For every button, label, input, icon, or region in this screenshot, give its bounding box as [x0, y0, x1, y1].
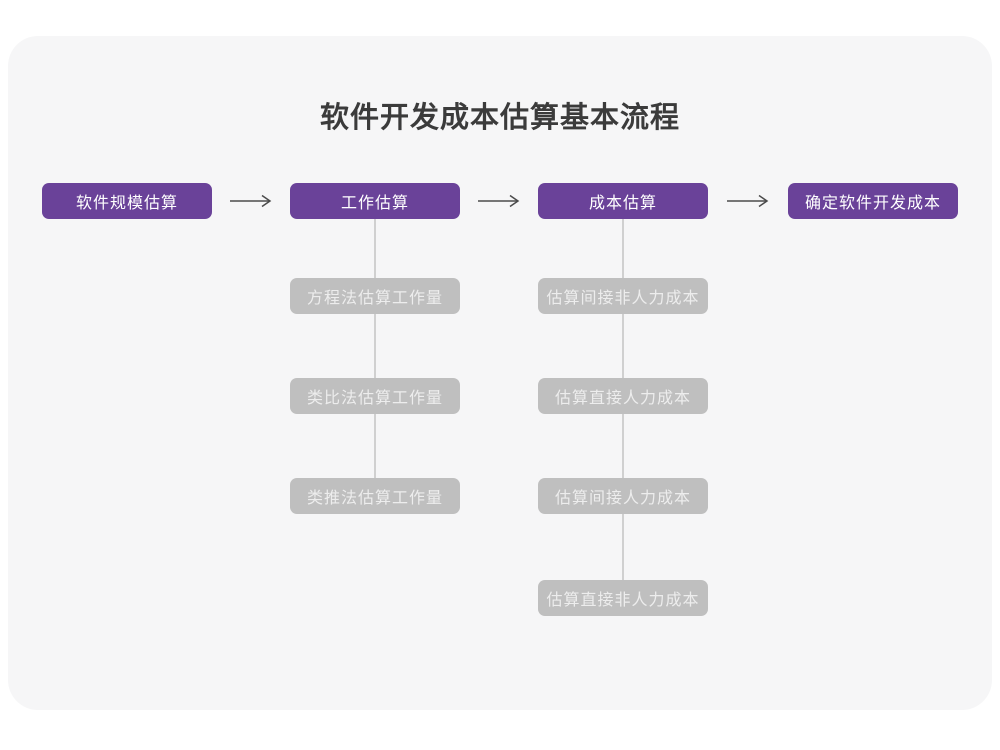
- sub-node-label: 类推法估算工作量: [306, 490, 443, 507]
- sub-node-label: 估算直接非人力成本: [546, 592, 700, 609]
- sub-node-direct-nonlabor-cost: 估算直接非人力成本: [538, 580, 708, 616]
- sub-node-inference-method: 类推法估算工作量: [290, 478, 460, 514]
- sub-node-indirect-nonlabor-cost: 估算间接非人力成本: [538, 278, 708, 314]
- sub-node-label: 估算直接人力成本: [554, 390, 691, 407]
- arrow-right-icon: [478, 194, 520, 208]
- flow-node-software-scale-estimation: 软件规模估算: [42, 183, 212, 219]
- flow-node-determine-development-cost: 确定软件开发成本: [788, 183, 958, 219]
- sub-node-label: 估算间接人力成本: [554, 490, 691, 507]
- sub-node-indirect-labor-cost: 估算间接人力成本: [538, 478, 708, 514]
- arrow-right-icon: [727, 194, 769, 208]
- page-title: 软件开发成本估算基本流程: [319, 102, 680, 134]
- sub-node-analogy-method: 类比法估算工作量: [290, 378, 460, 414]
- flow-node-label: 软件规模估算: [75, 195, 178, 212]
- flow-node-label: 成本估算: [588, 195, 657, 212]
- flowchart-card: 软件开发成本估算基本流程 软件规模估算 工作估算 成本估算 确定软件开发成本 方…: [8, 36, 992, 710]
- sub-node-label: 估算间接非人力成本: [546, 290, 700, 307]
- sub-node-label: 类比法估算工作量: [306, 390, 443, 407]
- flow-node-label: 工作估算: [340, 195, 409, 212]
- flow-node-label: 确定软件开发成本: [804, 195, 941, 212]
- sub-node-equation-method: 方程法估算工作量: [290, 278, 460, 314]
- sub-node-label: 方程法估算工作量: [306, 290, 443, 307]
- sub-node-direct-labor-cost: 估算直接人力成本: [538, 378, 708, 414]
- connector-line-work-column: [374, 219, 376, 478]
- arrow-right-icon: [230, 194, 272, 208]
- flow-node-cost-estimation: 成本估算: [538, 183, 708, 219]
- flow-node-work-estimation: 工作估算: [290, 183, 460, 219]
